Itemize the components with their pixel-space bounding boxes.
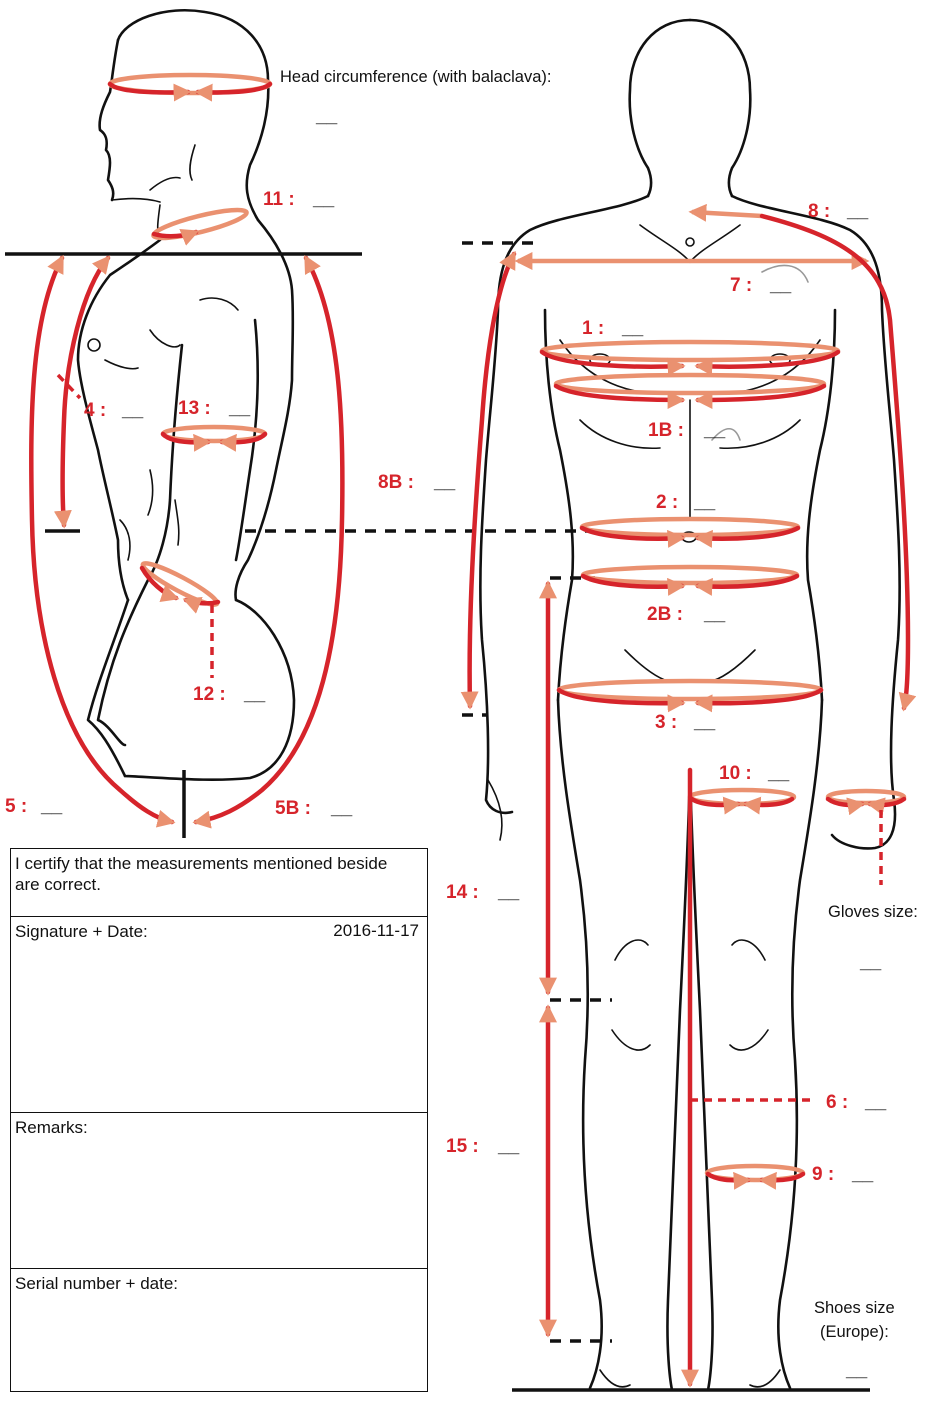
svg-text:__: __ [243,684,266,705]
label-12: 12 : __ [193,684,266,705]
label-14: 14 : __ [446,882,520,903]
certification-statement: I certify that the measurements mentione… [15,853,395,895]
label-7: 7 : __ [730,275,792,296]
svg-text:__: __ [851,1164,874,1185]
label-6: 6 : __ [826,1092,887,1113]
label-3: 3 : __ [655,712,716,733]
svg-text:14 :: 14 : [446,882,479,903]
svg-text:11 :: 11 : [263,189,295,210]
certification-box: I certify that the measurements mentione… [10,848,428,1392]
svg-text:__: __ [769,275,792,296]
svg-text:__: __ [864,1092,887,1113]
svg-text:__: __ [703,604,726,625]
gloves-size-label: Gloves size: [828,903,918,921]
shoes-size-label-line1: Shoes size [814,1299,895,1317]
label-4: 4 : __ [84,400,144,421]
svg-text:9 :: 9 : [812,1164,834,1185]
svg-text:5B :: 5B : [275,798,311,819]
svg-text:1B :: 1B : [648,420,684,441]
label-5: 5 : __ [5,796,63,817]
svg-text:8 :: 8 : [808,201,830,222]
label-8: 8 : __ [808,201,869,222]
label-15: 15 : __ [446,1136,520,1157]
certification-statement-cell: I certify that the measurements mentione… [11,849,427,917]
signature-label: Signature + Date: [15,921,148,942]
svg-text:7 :: 7 : [730,275,752,296]
svg-text:8B :: 8B : [378,472,414,493]
label-9: 9 : __ [812,1164,874,1185]
svg-text:2B :: 2B : [647,604,683,625]
label-5b: 5B : __ [275,798,353,819]
svg-text:1 :: 1 : [582,318,604,339]
svg-text:__: __ [693,712,716,733]
gloves-size-blank: __ [859,952,882,973]
label-10: 10 : __ [719,763,790,784]
serial-number-cell[interactable]: Serial number + date: [11,1269,427,1391]
svg-text:__: __ [433,472,456,493]
svg-text:3 :: 3 : [655,712,677,733]
svg-text:__: __ [40,796,63,817]
label-2: 2 : __ [656,492,716,513]
svg-text:4 :: 4 : [84,400,106,421]
svg-text:__: __ [767,763,790,784]
svg-text:__: __ [846,201,869,222]
shoes-size-label-line2: (Europe): [820,1323,889,1341]
signature-date: 2016-11-17 [333,921,419,941]
svg-text:6 :: 6 : [826,1092,848,1113]
shoes-size-blank: __ [845,1360,868,1381]
svg-text:__: __ [497,882,520,903]
svg-text:10 :: 10 : [719,763,752,784]
label-8b: 8B : __ [378,472,456,493]
label-1b: 1B : __ [648,420,726,441]
svg-text:__: __ [121,400,144,421]
head-circumference-blank: __ [315,106,338,127]
signature-cell[interactable]: Signature + Date: 2016-11-17 [11,917,427,1113]
label-1: 1 : __ [582,318,644,339]
svg-text:__: __ [693,492,716,513]
side-profile-figure [78,10,294,779]
label-11: 11 : __ [263,189,335,210]
svg-text:__: __ [621,318,644,339]
serial-number-label: Serial number + date: [15,1273,178,1294]
svg-text:__: __ [228,398,251,419]
svg-text:2 :: 2 : [656,492,678,513]
svg-text:13 :: 13 : [178,398,211,419]
remarks-label: Remarks: [15,1117,88,1138]
label-13: 13 : __ [178,398,251,419]
svg-text:__: __ [497,1136,520,1157]
svg-text:__: __ [703,420,726,441]
svg-text:15 :: 15 : [446,1136,479,1157]
remarks-cell[interactable]: Remarks: [11,1113,427,1269]
label-2b: 2B : __ [647,604,726,625]
svg-text:__: __ [330,798,353,819]
svg-text:__: __ [312,189,335,210]
svg-text:12 :: 12 : [193,684,226,705]
head-circumference-label: Head circumference (with balaclava): [280,68,551,86]
svg-text:5 :: 5 : [5,796,27,817]
